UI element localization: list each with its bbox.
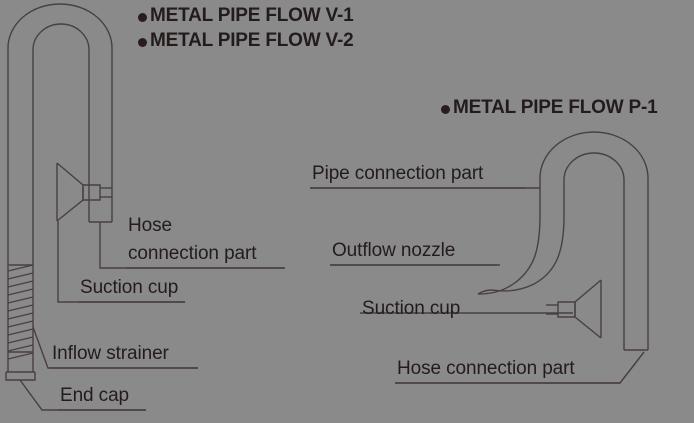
right-nozzle-tip: [477, 289, 493, 295]
bullet-dot-icon-1: [138, 13, 147, 22]
label-inflow-strainer: Inflow strainer: [52, 343, 169, 364]
right-pipe-inner-wall: [491, 152, 625, 350]
header-item-p1: METAL PIPE FLOW P-1: [453, 97, 658, 118]
label-hose-connection-line2: connection part: [128, 243, 257, 264]
label-end-cap: End cap: [60, 385, 130, 406]
label-pipe-connection-part: Pipe connection part: [312, 163, 484, 184]
label-suction-cup-left: Suction cup: [80, 277, 179, 298]
header-item-v2: METAL PIPE FLOW V-2: [150, 30, 354, 51]
label-hose-connection-line1: Hose: [128, 215, 172, 236]
left-pipe-outer-wall: [7, 3, 113, 372]
label-hose-connection-part-right: Hose connection part: [397, 358, 575, 379]
label-outflow-nozzle: Outflow nozzle: [332, 240, 456, 261]
right-hose-connection-leader-diag: [619, 351, 645, 384]
header-item-v1: METAL PIPE FLOW V-1: [150, 5, 354, 26]
left-pipe-inner-wall: [32, 23, 90, 372]
left-suction-cup: [56, 162, 112, 222]
left-inflow-strainer: [7, 264, 34, 360]
right-pipe-outer-wall: [477, 131, 649, 350]
left-end-cap: [5, 371, 36, 381]
right-suction-cup: [546, 279, 602, 339]
bullet-dot-icon-3: [441, 105, 450, 114]
label-suction-cup-right: Suction cup: [362, 298, 461, 319]
bullet-dot-icon-2: [138, 38, 147, 47]
